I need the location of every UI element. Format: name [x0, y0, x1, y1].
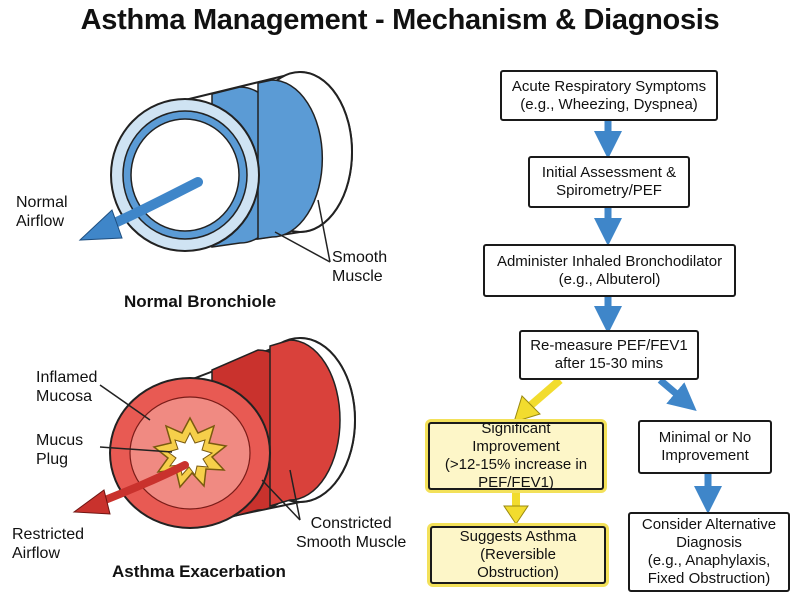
normal-bronchiole-caption: Normal Bronchiole	[124, 292, 277, 311]
page-title: Asthma Management - Mechanism & Diagnosi…	[80, 4, 720, 36]
label-line: Plug	[36, 451, 69, 468]
flow-box-bronchodilator: Administer Inhaled Bronchodilator (e.g.,…	[483, 244, 736, 297]
box-line: (>12-15% increase in	[444, 456, 588, 473]
box-line: PEF/FEV1)	[478, 474, 554, 491]
label-line: Constricted	[310, 515, 392, 532]
flow-arrow-no	[657, 377, 697, 412]
smooth-muscle-label: Smooth Muscle	[332, 248, 387, 286]
restricted-airflow-label: Restricted Airflow	[12, 525, 84, 563]
open-lumen	[130, 118, 240, 232]
label-line: Smooth Muscle	[296, 534, 407, 551]
flow-box-remeasure: Re-measure PEF/FEV1 after 15-30 mins	[519, 330, 699, 380]
flow-arrow-yes	[527, 376, 563, 410]
constricted-muscle-band	[269, 339, 341, 508]
flow-box-assessment: Initial Assessment & Spirometry/PEF	[528, 156, 690, 208]
box-line: Consider Alternative	[641, 516, 777, 533]
label-line: Airflow	[16, 213, 65, 230]
inflamed-mucosa-label: Inflamed Mucosa	[36, 368, 97, 406]
box-line: Significant Improvement	[472, 420, 560, 455]
restricted-airflow-arrow	[96, 461, 189, 506]
flowchart-arrows	[503, 121, 722, 525]
box-line: Re-measure PEF/FEV1	[530, 337, 688, 354]
label-line: Normal	[16, 194, 68, 211]
box-line: Minimal or No	[658, 429, 752, 446]
constricted-muscle-label: Constricted Smooth Muscle	[296, 514, 406, 552]
box-line: Fixed Obstruction)	[647, 570, 771, 587]
box-line: (e.g., Wheezing, Dyspnea)	[520, 95, 698, 113]
box-line: Administer Inhaled Bronchodilator	[496, 252, 723, 270]
asthma-bronchiole-illustration	[72, 336, 356, 529]
normal-bronchiole-illustration	[78, 70, 353, 263]
label-line: Muscle	[332, 268, 383, 285]
box-line: Diagnosis	[676, 534, 742, 551]
box-line: Initial Assessment &	[541, 164, 677, 181]
flow-box-alternative-diagnosis: Consider Alternative Diagnosis (e.g., An…	[628, 512, 790, 592]
box-line: (Reversible Obstruction)	[477, 546, 559, 581]
box-line: (e.g., Anaphylaxis,	[647, 552, 771, 569]
box-line: Improvement	[661, 447, 749, 464]
flow-box-suggests-asthma: Suggests Asthma (Reversible Obstruction)	[430, 526, 606, 584]
smooth-muscle-band	[257, 79, 324, 240]
label-line: Mucosa	[36, 388, 93, 405]
box-line: Acute Respiratory Symptoms	[511, 77, 707, 95]
flow-box-no-improvement: Minimal or No Improvement	[638, 420, 772, 474]
box-line: Spirometry/PEF	[556, 182, 662, 199]
label-line: Smooth	[332, 249, 388, 266]
mucus-plug-label: Mucus Plug	[36, 431, 83, 469]
normal-airflow-label: Normal Airflow	[16, 193, 68, 231]
asthma-exacerbation-caption: Asthma Exacerbation	[112, 562, 286, 581]
box-line: Suggests Asthma	[459, 528, 577, 545]
box-line: (e.g., Albuterol)	[558, 270, 661, 288]
flow-box-symptoms: Acute Respiratory Symptoms (e.g., Wheezi…	[500, 70, 718, 121]
label-line: Inflamed	[36, 369, 98, 386]
flow-box-significant-improvement: Significant Improvement (>12-15% increas…	[428, 420, 604, 491]
normal-airflow-arrow	[103, 177, 203, 231]
label-line: Mucus	[36, 432, 84, 449]
label-line: Airflow	[12, 545, 61, 562]
label-line: Restricted	[12, 526, 85, 543]
box-line: after 15-30 mins	[554, 355, 664, 372]
